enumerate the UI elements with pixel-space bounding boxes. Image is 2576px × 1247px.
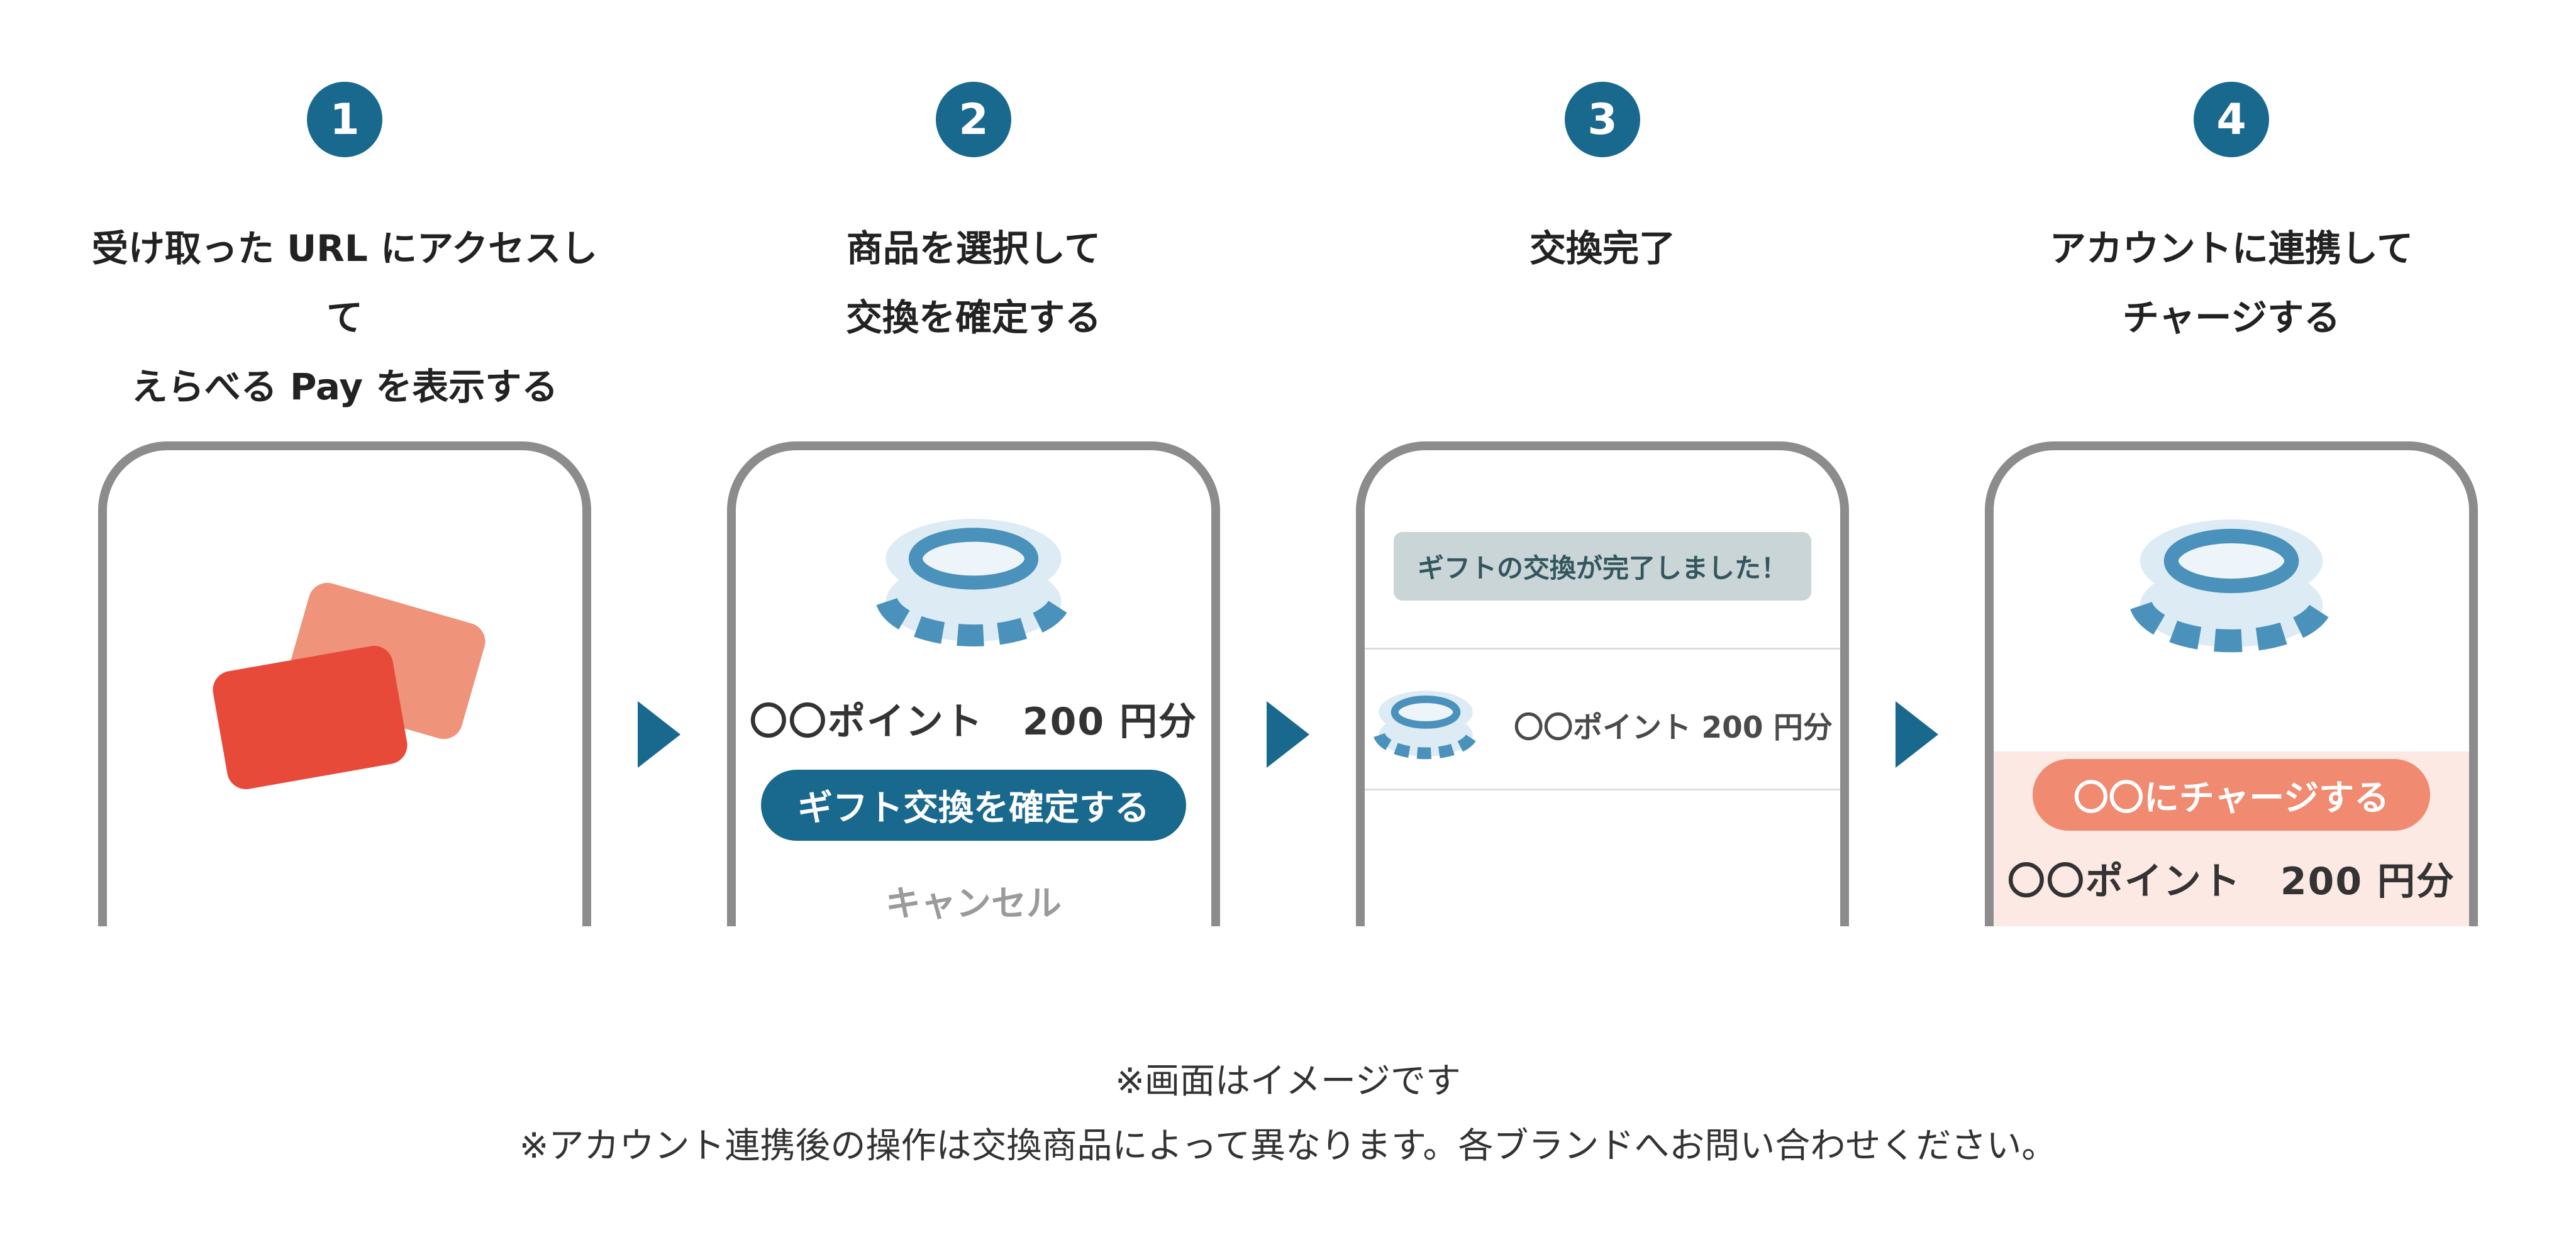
step-4-column: 4 アカウントに連携して チャージする 〇〇にチャージする 〇〇ポイント 200… (1961, 82, 2502, 926)
step-1-column: 1 受け取った URL にアクセスして えらべる Pay を表示する (74, 82, 615, 926)
gift-cards-icon (200, 576, 490, 815)
footnote-1: ※画面はイメージです (1115, 1061, 1461, 1102)
arrow-right-icon-3 (1896, 701, 1938, 768)
step-3-number-badge: 3 (1565, 82, 1640, 157)
cancel-button[interactable]: キャンセル (886, 884, 1062, 924)
step-2-caption-line-2: 交換を確定する (845, 296, 1101, 339)
step-4-number-badge: 4 (2194, 82, 2269, 157)
step-1-caption: 受け取った URL にアクセスして えらべる Pay を表示する (74, 214, 615, 408)
arrow-gap-3 (1873, 82, 1961, 768)
step-2-number-badge: 2 (936, 82, 1011, 157)
confirm-exchange-button[interactable]: ギフト交換を確定する (761, 769, 1186, 841)
step-4-caption-line-2: チャージする (2122, 296, 2341, 339)
step-1-number-badge: 1 (307, 82, 382, 157)
phone-mockup-step-4: 〇〇にチャージする 〇〇ポイント 200 円分 (1985, 441, 2478, 926)
arrow-right-icon-2 (1267, 701, 1309, 768)
step-1-caption-line-1: 受け取った URL にアクセスして (91, 227, 598, 339)
charge-button[interactable]: 〇〇にチャージする (2033, 759, 2430, 831)
coin-icon-small (1374, 690, 1478, 760)
arrow-gap-1 (615, 82, 703, 768)
phone-mockup-step-2: 〇〇ポイント 200 円分 ギフト交換を確定する キャンセル (727, 441, 1220, 926)
point-amount-label: 〇〇ポイント 200 円分 (2007, 860, 2456, 904)
step-2-caption: 商品を選択して 交換を確定する (846, 214, 1101, 358)
exchanged-gift-row: 〇〇ポイント 200 円分 (1372, 684, 1833, 765)
phone-mockup-step-1 (98, 441, 591, 926)
footnotes: ※画面はイメージです ※アカウント連携後の操作は交換商品によって異なります。各ブ… (0, 1049, 2576, 1178)
charge-panel: 〇〇にチャージする 〇〇ポイント 200 円分 (1994, 751, 2469, 926)
step-2-caption-line-1: 商品を選択して (846, 227, 1101, 270)
gift-card-front-icon (209, 643, 411, 792)
coin-icon (2130, 519, 2333, 653)
divider (1365, 648, 1840, 650)
step-1-caption-line-2: えらべる Pay を表示する (131, 365, 558, 408)
arrow-right-icon-1 (638, 701, 680, 768)
exchanged-point-label: 〇〇ポイント 200 円分 (1514, 710, 1833, 745)
step-2-column: 2 商品を選択して 交換を確定する 〇〇ポイント 200 円分 ギフト交換を確定… (703, 82, 1244, 926)
footnote-2: ※アカウント連携後の操作は交換商品によって異なります。各ブランドへお問い合わせく… (519, 1126, 2057, 1167)
coin-icon (876, 519, 1071, 646)
divider (1365, 789, 1840, 790)
step-3-caption: 交換完了 (1530, 214, 1675, 358)
arrow-gap-2 (1244, 82, 1332, 768)
step-4-caption-line-1: アカウントに連携して (2049, 227, 2414, 270)
phone-mockup-step-3: ギフトの交換が完了しました！ 〇〇ポイント 200 円分 (1356, 441, 1849, 926)
step-3-caption-line-1: 交換完了 (1529, 227, 1675, 270)
steps-flow: 1 受け取った URL にアクセスして えらべる Pay を表示する 2 商品を… (74, 82, 2502, 926)
step-3-column: 3 交換完了 ギフトの交換が完了しました！ 〇〇ポイント 200 円分 (1332, 82, 1873, 926)
exchange-complete-banner: ギフトの交換が完了しました！ (1393, 532, 1811, 601)
step-4-caption: アカウントに連携して チャージする (2050, 214, 2413, 358)
point-amount-label: 〇〇ポイント 200 円分 (749, 699, 1198, 744)
